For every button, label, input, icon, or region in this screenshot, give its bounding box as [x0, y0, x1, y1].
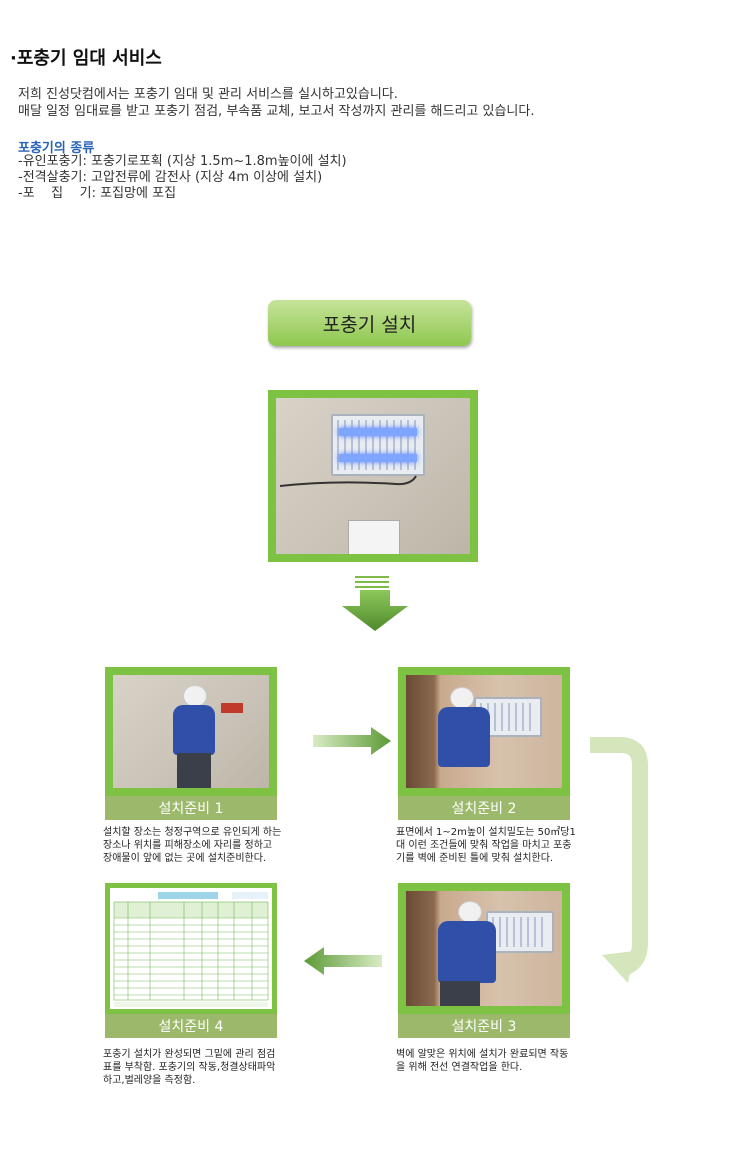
- step3-photo: [406, 891, 562, 1006]
- right-arrow-icon: [313, 727, 391, 755]
- down-arrow-icon: [342, 590, 408, 631]
- intro-line: 저희 진성닷컴에서는 포충기 임대 및 관리 서비스를 실시하고있습니다.: [18, 87, 398, 102]
- checklist-grid: [110, 888, 272, 1009]
- step2-photo: [406, 675, 562, 788]
- bug-trap-image: [331, 414, 425, 476]
- page-title: ·포충기 임대 서비스: [10, 48, 162, 69]
- checklist-card-image: [348, 520, 400, 554]
- step4-photo-frame: [105, 883, 277, 1014]
- step1-photo: [113, 675, 269, 788]
- types-list: -유인포충기: 포충기로포획 (지상 1.5m~1.8m높이에 설치) -전격살…: [18, 154, 347, 202]
- step1-photo-frame: [105, 667, 277, 796]
- types-item: -포 집 기: 포집망에 포집: [18, 186, 177, 201]
- bug-trap-image: [486, 911, 554, 953]
- step4-caption: 설치준비 4: [105, 1014, 277, 1038]
- step2-description: 표면에서 1~2m높이 설치밀도는 50㎡당1 대 이런 조건들에 맞춰 작업을…: [396, 827, 576, 864]
- types-item: -전격살충기: 고압전류에 감전사 (지상 4m 이상에 설치): [18, 170, 323, 185]
- step1-description: 설치할 장소는 청정구역으로 유인되게 하는 장소나 위치를 피해장소에 자리를…: [103, 827, 282, 864]
- step3-caption: 설치준비 3: [398, 1014, 570, 1038]
- intro-line: 매달 일정 임대료를 받고 포충기 점검, 부속품 교체, 보고서 작성까지 관…: [18, 104, 535, 119]
- down-arrow-bars: [355, 576, 389, 591]
- step3-photo-frame: [398, 883, 570, 1014]
- checklist-sheet-image: [110, 888, 272, 1009]
- step2-caption: 설치준비 2: [398, 796, 570, 820]
- curved-arrow-icon: [590, 737, 648, 983]
- intro-paragraph: 저희 진성닷컴에서는 포충기 임대 및 관리 서비스를 실시하고있습니다. 매달…: [18, 86, 534, 120]
- step1-caption: 설치준비 1: [105, 796, 277, 820]
- power-cable: [279, 475, 417, 487]
- step2-photo-frame: [398, 667, 570, 796]
- left-arrow-icon: [304, 947, 382, 975]
- step4-description: 포충기 설치가 완성되면 그밑에 관리 점검 표를 부착함. 포충기의 작동,청…: [103, 1049, 276, 1086]
- main-photo-frame: [268, 390, 478, 562]
- types-item: -유인포충기: 포충기로포획 (지상 1.5m~1.8m높이에 설치): [18, 154, 347, 169]
- install-title-button: 포충기 설치: [268, 300, 471, 346]
- main-photo: [276, 398, 470, 554]
- types-heading: 포충기의 종류: [18, 141, 95, 156]
- hammer-image: [221, 703, 243, 713]
- step3-description: 벽에 알맞은 위치에 설치가 완료되면 작동 을 위해 전선 연결작업을 한다.: [396, 1049, 569, 1073]
